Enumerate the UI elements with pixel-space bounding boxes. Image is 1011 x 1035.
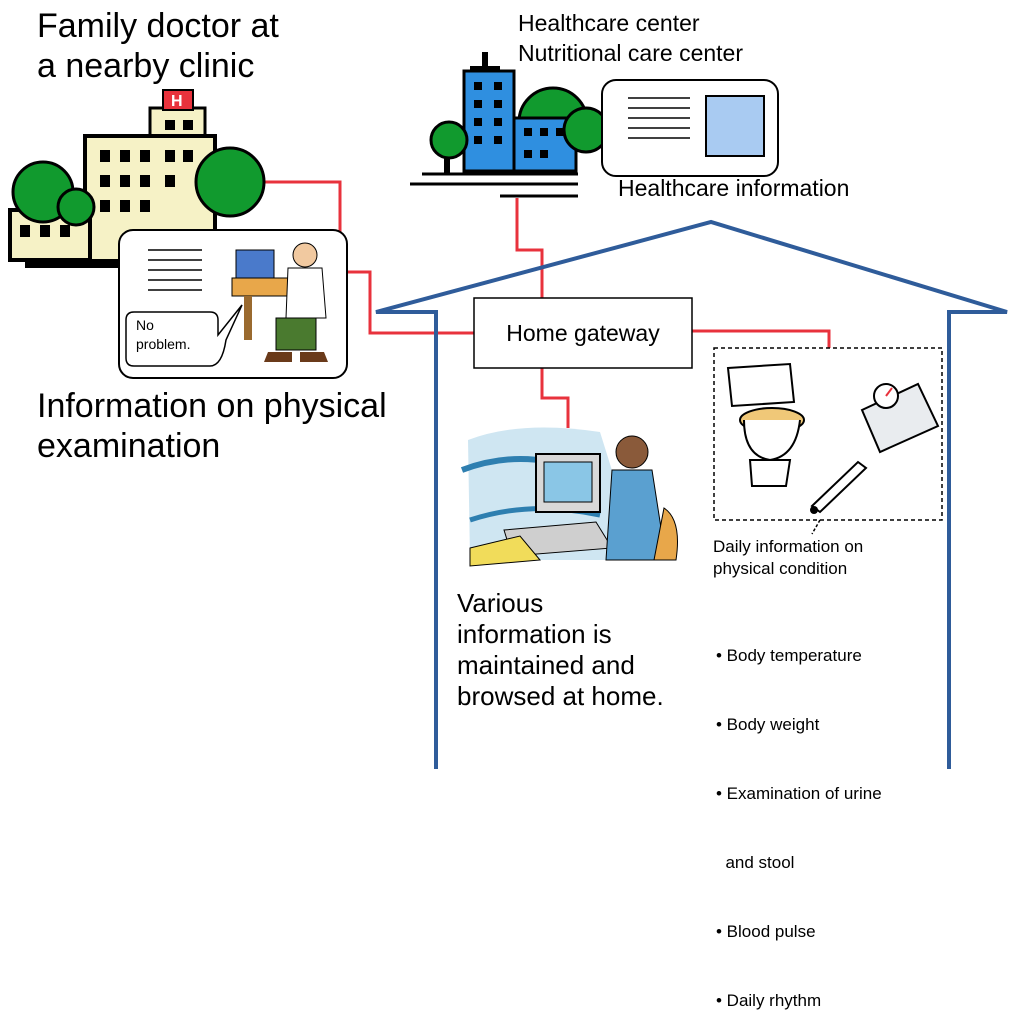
healthcare-center-line-2: Nutritional care center [518, 40, 743, 66]
home-gateway-box [473, 297, 693, 369]
speech-bubble-line-1: No [136, 317, 154, 333]
physical-exam-caption-line-2: examination [37, 427, 221, 465]
clinic-title: Family doctor at a nearby clinic [37, 6, 279, 86]
clinic-title-line-1: Family doctor at [37, 7, 279, 45]
bullet-urine-exam-cont: and stool [716, 853, 795, 872]
healthcare-info-label: Healthcare information [618, 175, 850, 201]
doctor-at-desk-illustration [231, 242, 328, 362]
physical-exam-caption-line-1: Information on physical [37, 387, 387, 425]
bullet-daily-rhythm: • Daily rhythm [716, 991, 822, 1010]
devices-dashed-box [713, 347, 943, 521]
speech-bubble-text: No problem. [136, 316, 190, 354]
clinic-title-line-2: a nearby clinic [37, 47, 255, 85]
devices-pointer [811, 519, 821, 535]
daily-info-title-line-1: Daily information on [713, 537, 864, 556]
home-browse-line-4: browsed at home. [457, 681, 664, 711]
bullet-blood-pulse: • Blood pulse [716, 922, 816, 941]
healthcare-info-card [601, 79, 779, 177]
link-clinic-gateway [262, 180, 474, 335]
daily-info-title: Daily information on physical condition [713, 536, 863, 580]
home-browse-line-3: maintained and [457, 650, 635, 680]
network-links [262, 180, 831, 428]
healthcare-center-title: Healthcare center Nutritional care cente… [518, 8, 743, 68]
pc-user-illustration [460, 427, 678, 567]
link-gateway-devices [692, 329, 831, 348]
home-gateway-label: Home gateway [506, 319, 660, 346]
doctor-card [118, 229, 348, 379]
physical-exam-caption: Information on physical examination [37, 386, 387, 466]
svg-text:H: H [171, 93, 183, 110]
home-browse-line-2: information is [457, 619, 612, 649]
thermometer-illustration [810, 460, 868, 514]
daily-info-bullet-list: • Body temperature • Body weight • Exami… [716, 598, 882, 1035]
clinic-building-illustration: H [8, 89, 266, 268]
weight-scale-illustration [860, 382, 940, 454]
healthcare-center-illustration [410, 52, 610, 198]
toilet-illustration [726, 362, 805, 487]
diagram-canvas: H [8, 52, 1008, 769]
link-gateway-pc [540, 368, 570, 428]
speech-bubble-line-2: problem. [136, 336, 191, 352]
bullet-body-temperature: • Body temperature [716, 646, 862, 665]
daily-info-title-line-2: physical condition [713, 559, 848, 578]
link-center-gateway [515, 198, 544, 298]
bullet-body-weight: • Body weight [716, 715, 820, 734]
healthcare-center-line-1: Healthcare center [518, 10, 700, 36]
home-browse-caption: Various information is maintained and br… [457, 588, 664, 712]
house-outline [375, 219, 1008, 769]
bullet-urine-exam: • Examination of urine [716, 784, 882, 803]
home-browse-line-1: Various [457, 588, 544, 618]
